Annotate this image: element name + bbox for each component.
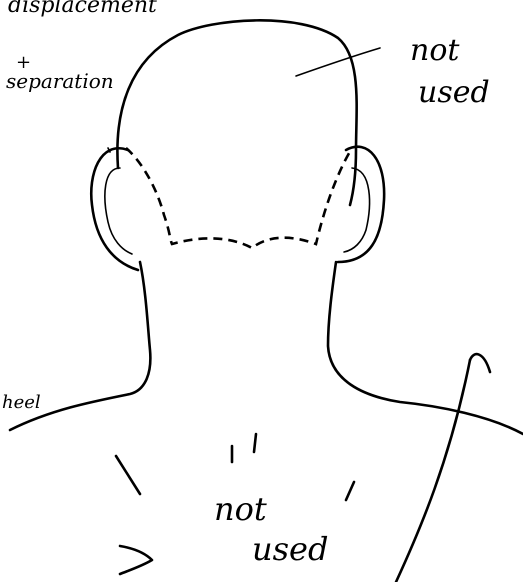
annotation-not-top: not (410, 33, 460, 68)
annotation-heel: heel (2, 392, 41, 413)
annotation-used-top: used (418, 75, 490, 110)
diagonal-hook (470, 354, 490, 372)
neck-right (328, 262, 523, 434)
annotation-used-bottom: used (252, 530, 328, 568)
annotation-not-bottom: not (214, 490, 267, 528)
dashed-hairline (126, 148, 352, 248)
annotation-displacement: displacement (8, 0, 157, 18)
right-ear-inner (344, 168, 369, 252)
pointer-line-top (296, 48, 380, 76)
left-ear (91, 148, 138, 270)
head-outline (117, 20, 356, 205)
diagonal-line (396, 360, 470, 582)
left-ear-inner (105, 168, 132, 254)
spine-mark-center-2 (254, 434, 256, 452)
right-ear (338, 147, 384, 262)
spine-mark-left (116, 456, 140, 494)
spine-mark-right (346, 482, 354, 500)
small-arrow-mark (120, 546, 152, 574)
annotation-separation: separation (6, 69, 114, 93)
